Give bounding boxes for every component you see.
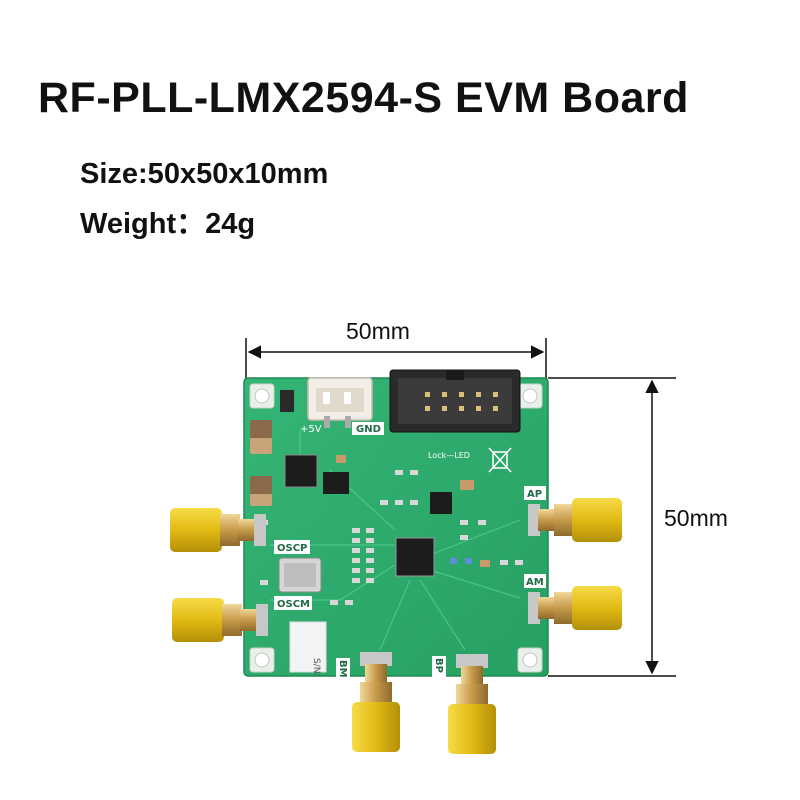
sma-connector-bm (352, 652, 400, 752)
dimension-height-label: 50mm (664, 505, 728, 531)
silk-ground-label: GND (356, 424, 381, 435)
dimension-width-label: 50mm (346, 318, 410, 344)
silk-oscp-label: OSCP (277, 543, 307, 554)
silk-ap-label: AP (527, 489, 542, 500)
dimension-height-line (548, 377, 676, 677)
weight-spec: Weight：24g (80, 208, 256, 240)
sma-connector-am (528, 586, 622, 630)
sma-connector-bp (448, 654, 496, 754)
dimension-width-line (245, 338, 547, 380)
size-spec: Size:50x50x10mm (80, 158, 329, 190)
silk-bm-label: BM (337, 660, 348, 678)
silk-bp-label: BP (433, 658, 444, 673)
silk-power-label: +5V (300, 424, 322, 435)
silk-oscm-label: OSCM (277, 599, 310, 610)
sma-connector-ap (528, 498, 622, 542)
silk-serial-label: S/N: (311, 658, 321, 677)
power-connector (307, 377, 373, 428)
sma-connector-oscm (172, 598, 268, 642)
silk-lock-led-label: Lock—LED (428, 451, 470, 460)
sma-connector-oscp (170, 508, 266, 552)
product-title: RF-PLL-LMX2594-S EVM Board (38, 74, 689, 122)
pin-header-connector (389, 369, 521, 433)
silk-am-label: AM (526, 577, 544, 588)
